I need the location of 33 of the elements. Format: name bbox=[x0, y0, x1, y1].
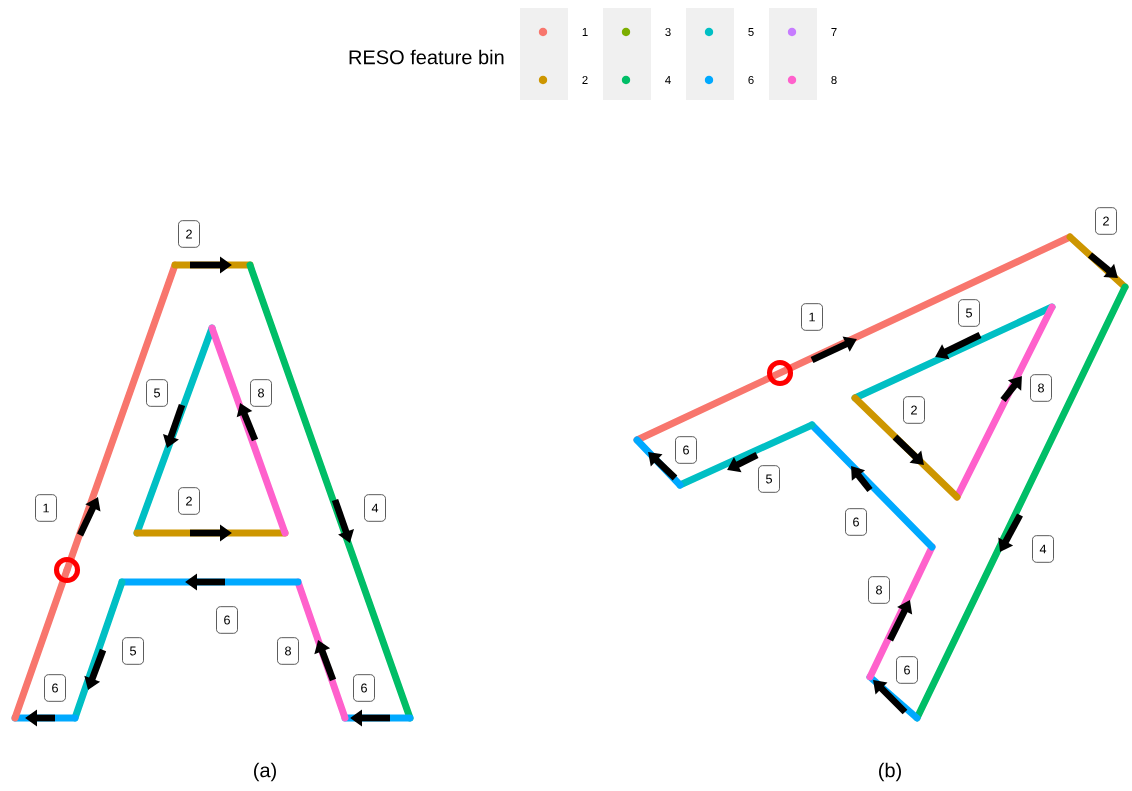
panel-caption: (b) bbox=[879, 762, 901, 782]
number-label: 4 bbox=[1032, 535, 1054, 563]
number-label: 6 bbox=[44, 674, 66, 702]
number-label: 8 bbox=[277, 637, 299, 665]
number-label: 2 bbox=[903, 396, 925, 424]
legend-label: 5 bbox=[748, 28, 754, 36]
number-label: 6 bbox=[675, 436, 697, 464]
legend-title: RESO feature bin bbox=[349, 49, 504, 65]
panel-caption: (a) bbox=[254, 762, 276, 782]
legend-label: 6 bbox=[748, 76, 754, 84]
legend-label: 7 bbox=[831, 28, 837, 36]
number-label: 8 bbox=[868, 576, 890, 604]
legend-label: 1 bbox=[582, 28, 588, 36]
legend-label: 8 bbox=[831, 76, 837, 84]
legend-label: 2 bbox=[582, 76, 588, 84]
number-label: 1 bbox=[35, 494, 57, 522]
number-label: 2 bbox=[178, 487, 200, 515]
number-label: 6 bbox=[216, 606, 238, 634]
number-label: 6 bbox=[845, 508, 867, 536]
legend-label: 4 bbox=[665, 76, 671, 84]
number-label: 5 bbox=[146, 379, 168, 407]
number-label: 1 bbox=[801, 303, 823, 331]
number-label: 4 bbox=[364, 494, 386, 522]
number-label: 2 bbox=[1095, 207, 1117, 235]
number-label: 8 bbox=[1030, 374, 1052, 402]
number-label: 6 bbox=[353, 674, 375, 702]
legend-label: 3 bbox=[665, 28, 671, 36]
number-label: 6 bbox=[896, 656, 918, 684]
number-label: 5 bbox=[958, 299, 980, 327]
number-label: 2 bbox=[178, 220, 200, 248]
number-label: 8 bbox=[250, 379, 272, 407]
number-label: 5 bbox=[758, 465, 780, 493]
number-label: 5 bbox=[122, 637, 144, 665]
